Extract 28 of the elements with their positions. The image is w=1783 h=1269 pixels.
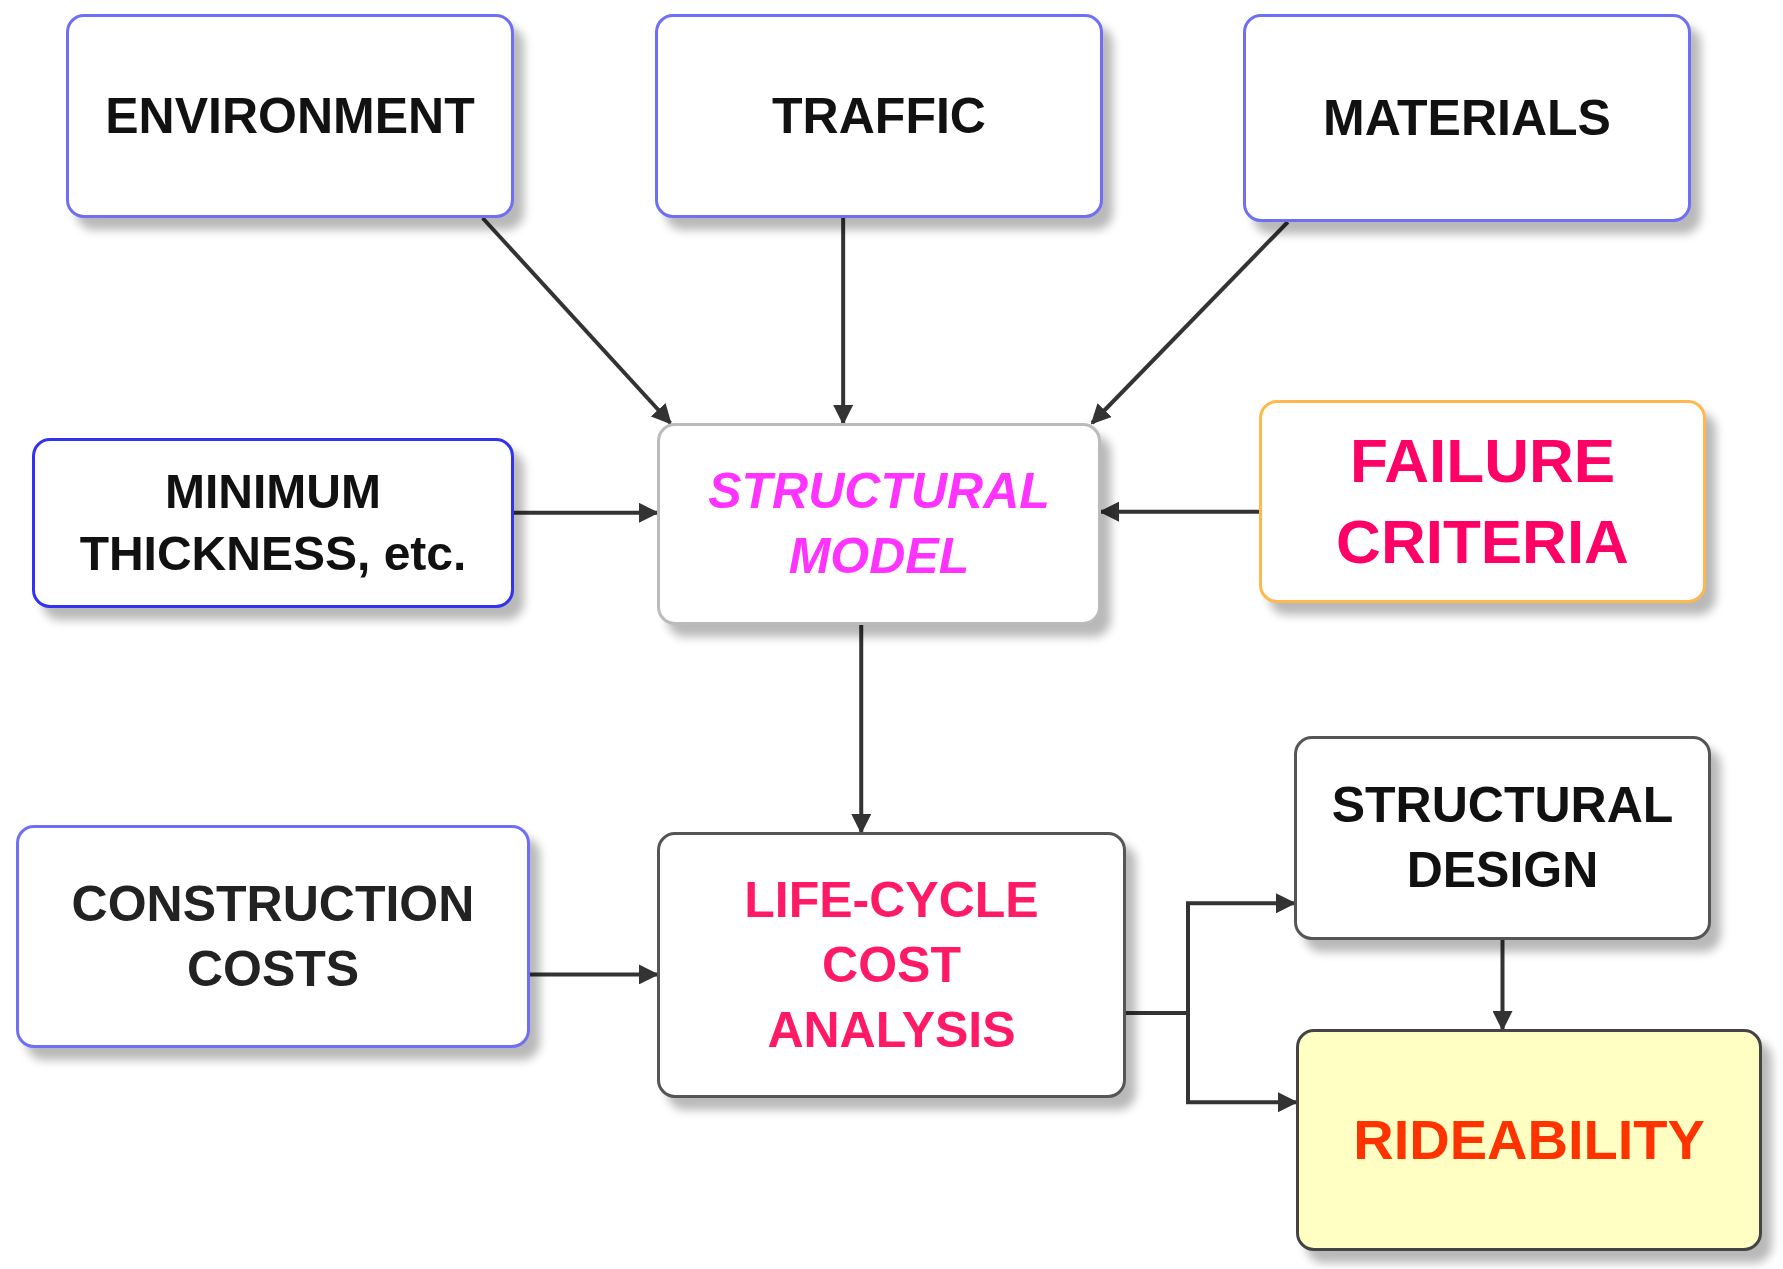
process-box [32, 438, 514, 608]
box-label: MINIMUM THICKNESS, etc. [78, 463, 468, 582]
box-label: MATERIALS [1323, 88, 1611, 148]
box-label: LIFE-CYCLE COST ANALYSIS [743, 870, 1040, 1060]
process-box [66, 14, 514, 218]
box-label: TRAFFIC [772, 86, 986, 146]
process-box [1259, 400, 1706, 603]
arrow [1090, 220, 1290, 425]
arrow [851, 625, 872, 834]
arrow [1099, 501, 1259, 522]
arrow [833, 218, 854, 425]
box-label: ENVIRONMENT [105, 86, 475, 146]
arrow [514, 502, 659, 523]
box-label: FAILURE CRITERIA [1335, 424, 1630, 578]
arrow [530, 964, 659, 985]
box-label: CONSTRUCTION COSTS [70, 874, 476, 999]
process-box [16, 825, 530, 1048]
process-box [657, 423, 1101, 625]
process-box [1294, 736, 1711, 940]
box-label: STRUCTURAL MODEL [707, 462, 1051, 586]
arrow [481, 216, 672, 425]
process-box [657, 832, 1126, 1098]
box-label: RIDEABILITY [1353, 1106, 1705, 1173]
arrow [1492, 940, 1513, 1031]
process-box [655, 14, 1103, 218]
process-box [1296, 1029, 1762, 1251]
box-label: STRUCTURAL DESIGN [1330, 776, 1675, 900]
process-box [1243, 14, 1691, 222]
